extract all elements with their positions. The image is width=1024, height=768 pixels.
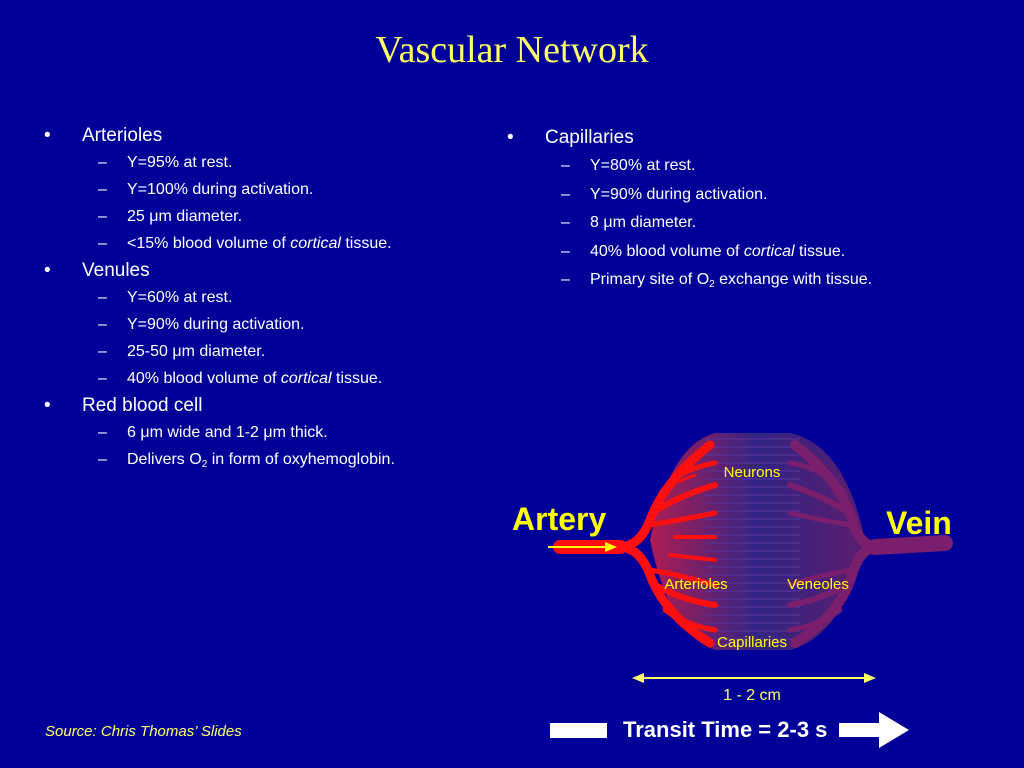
list-item: Y=90% during activation.	[503, 181, 983, 210]
vascular-network-diagram: Artery Vein Neurons Arterioles Veneoles …	[512, 433, 953, 704]
list-item: 40% blood volume of cortical tissue.	[503, 238, 983, 267]
right-bullet-capillaries: Capillaries	[503, 124, 983, 152]
list-item: Y=60% at rest.	[40, 284, 480, 311]
left-bullet-venules: Venules	[40, 257, 480, 284]
list-item: 25 μm diameter.	[40, 203, 480, 230]
left-bullet-red-blood-cell: Red blood cell	[40, 392, 480, 419]
list-item: Y=95% at rest.	[40, 149, 480, 176]
capillaries-label: Capillaries	[717, 634, 787, 651]
source-citation: Source: Chris Thomas’ Slides	[45, 723, 242, 740]
list-item: Primary site of O2 exchange with tissue.	[503, 266, 983, 300]
scale-bar	[632, 673, 876, 683]
left-bullet-arterioles: Arterioles	[40, 122, 480, 149]
list-item: 6 μm wide and 1-2 μm thick.	[40, 419, 480, 446]
left-sublist: 6 μm wide and 1-2 μm thick.Delivers O2 i…	[40, 419, 480, 478]
arterioles-label: Arterioles	[664, 576, 727, 593]
transit-bar	[550, 722, 607, 738]
right-arrow-icon	[839, 712, 910, 748]
list-item: Delivers O2 in form of oxyhemoglobin.	[40, 446, 480, 478]
list-item: 8 μm diameter.	[503, 209, 983, 238]
artery-label: Artery	[512, 501, 606, 537]
right-sublist: Y=80% at rest.Y=90% during activation.8 …	[503, 152, 983, 300]
neurons-label: Neurons	[724, 464, 781, 481]
list-item: Y=100% during activation.	[40, 176, 480, 203]
vein-label: Vein	[886, 505, 952, 541]
transit-time: Transit Time = 2-3 s	[550, 712, 911, 748]
veneoles-label: Veneoles	[787, 576, 849, 593]
right-bullet-column: CapillariesY=80% at rest.Y=90% during ac…	[503, 124, 983, 300]
transit-label: Transit Time = 2-3 s	[623, 717, 828, 742]
list-item: 25-50 μm diameter.	[40, 338, 480, 365]
slide-title: Vascular Network	[375, 29, 649, 71]
left-bullet-column: ArteriolesY=95% at rest.Y=100% during ac…	[40, 122, 480, 478]
list-item: Y=90% during activation.	[40, 311, 480, 338]
list-item: <15% blood volume of cortical tissue.	[40, 230, 480, 257]
left-sublist: Y=95% at rest.Y=100% during activation.2…	[40, 149, 480, 257]
list-item: 40% blood volume of cortical tissue.	[40, 365, 480, 392]
vein-trunk	[867, 535, 953, 555]
artery-flow-arrow	[548, 542, 617, 552]
left-sublist: Y=60% at rest.Y=90% during activation.25…	[40, 284, 480, 392]
list-item: Y=80% at rest.	[503, 152, 983, 181]
scale-label: 1 - 2 cm	[723, 687, 781, 704]
